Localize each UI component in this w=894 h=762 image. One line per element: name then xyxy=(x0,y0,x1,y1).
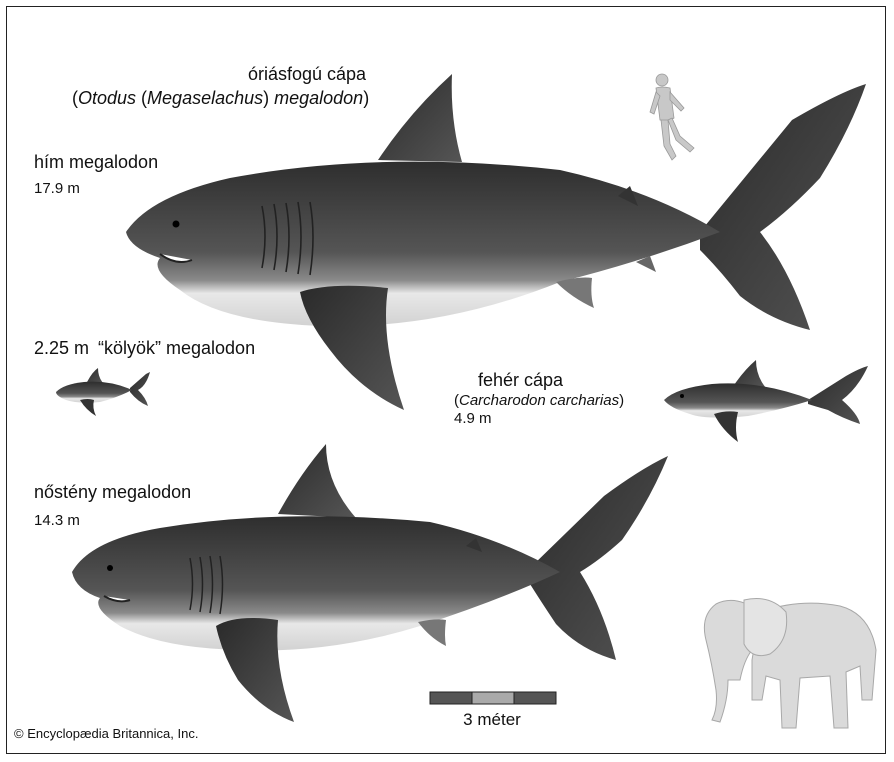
female-pelvic-fin xyxy=(418,619,446,646)
diver-silhouette-icon xyxy=(650,74,694,160)
white-shark-scientific-name: (Carcharodon carcharias) xyxy=(454,392,624,409)
scale-bar-label: 3 méter xyxy=(429,710,555,730)
figure-subtitle: (Otodus (Megaselachus) megalodon) xyxy=(72,88,369,109)
figure-title: óriásfogú cápa xyxy=(182,64,432,85)
male-megalodon-figure xyxy=(126,74,866,410)
male-label: hím megalodon xyxy=(34,152,158,173)
female-eye xyxy=(107,565,113,571)
female-label: nőstény megalodon xyxy=(34,482,191,503)
subgenus-name: Megaselachus xyxy=(147,88,263,108)
genus-name: Otodus xyxy=(78,88,136,108)
male-dorsal-fin xyxy=(378,74,462,162)
pup-label: “kölyök” megalodon xyxy=(98,338,255,359)
white-shark-length: 4.9 m xyxy=(454,410,492,427)
female-length: 14.3 m xyxy=(34,512,80,529)
male-body xyxy=(126,162,720,327)
white-shark-figure xyxy=(664,360,868,442)
female-tail-fin xyxy=(530,456,668,660)
male-eye xyxy=(173,221,180,228)
male-pelvic-fin xyxy=(556,278,594,309)
pup-megalodon-figure xyxy=(56,368,150,416)
pup-length: 2.25 m xyxy=(34,338,89,359)
species-name: megalodon xyxy=(274,88,363,108)
scale-bar xyxy=(430,692,556,704)
white-shark-label: fehér cápa xyxy=(478,370,563,391)
female-dorsal-fin xyxy=(278,444,356,518)
female-body xyxy=(72,516,560,650)
elephant-silhouette-icon xyxy=(704,599,876,729)
male-tail-fin xyxy=(700,84,866,330)
copyright-credit: © Encyclopædia Britannica, Inc. xyxy=(14,726,198,741)
male-length: 17.9 m xyxy=(34,180,80,197)
